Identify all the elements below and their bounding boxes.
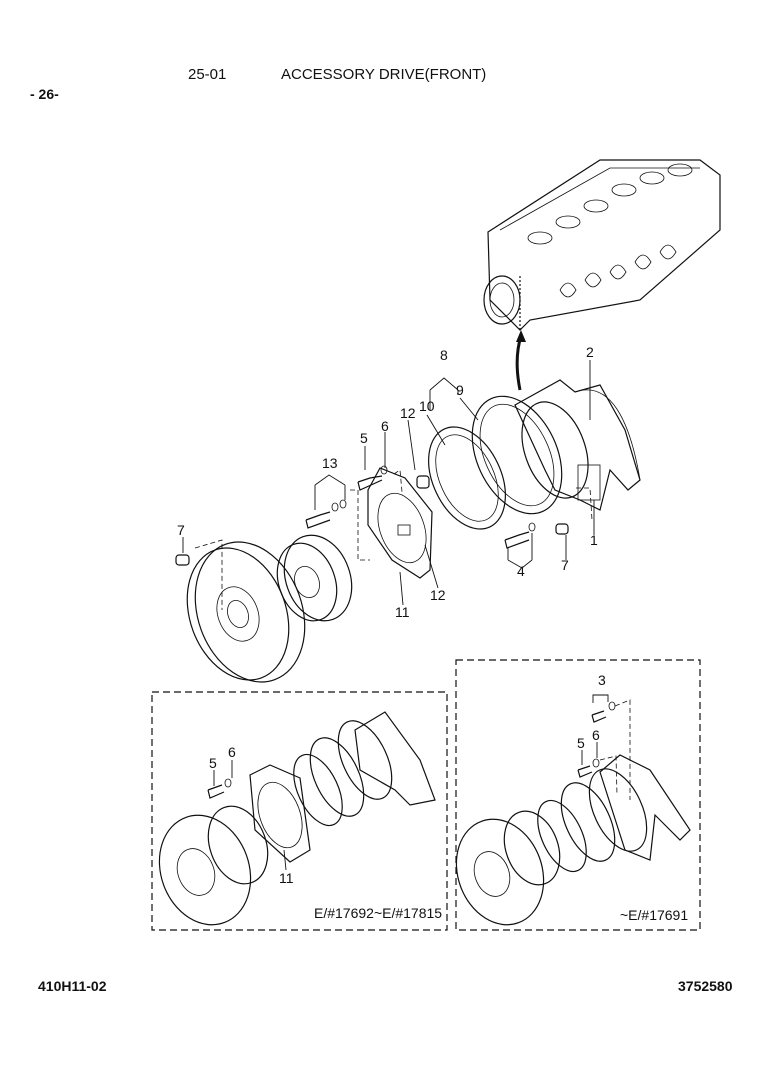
callout-9: 9 [456,382,464,398]
callout-12: 12 [430,587,446,603]
cover-plate-11 [367,467,433,579]
callout-5: 5 [209,755,217,771]
callout-11: 11 [279,870,294,886]
inset-right-serial-range: ~E/#17691 [620,907,688,923]
callout-12: 12 [400,405,416,421]
callout-8: 8 [440,347,448,363]
callout-13: 13 [322,455,338,471]
callout-4: 4 [517,563,525,579]
inset-right-illustration [455,694,691,926]
callout-2: 2 [586,344,594,360]
model-code: 410H11-02 [38,978,107,994]
callout-11: 11 [395,604,410,620]
inset-left-serial-range: E/#17692~E/#17815 [314,905,442,921]
callout-5: 5 [577,735,585,751]
oil-seal-9 [471,395,563,515]
callout-6: 6 [592,727,600,743]
pulley [276,534,353,622]
engine-block-illustration [483,159,721,331]
callout-6: 6 [381,418,389,434]
callout-10: 10 [419,398,435,414]
page-number: - 26- [30,86,59,102]
inset-box-left [151,691,448,931]
callout-1: 1 [590,532,598,548]
callout-5: 5 [360,430,368,446]
callout-7: 7 [561,557,569,573]
section-code: 25-01 [188,66,227,83]
inset-box-right [455,659,701,931]
inset-left-illustration [158,711,436,926]
callout-6: 6 [228,744,236,760]
callout-7: 7 [177,522,185,538]
drawing-number: 3752580 [678,978,733,994]
callout-3: 3 [598,672,606,688]
oil-seal-10 [428,426,506,530]
arrow-icon [515,335,523,391]
front-cover-housing [514,379,641,511]
damper [186,541,306,683]
page-title: ACCESSORY DRIVE(FRONT) [281,66,487,83]
